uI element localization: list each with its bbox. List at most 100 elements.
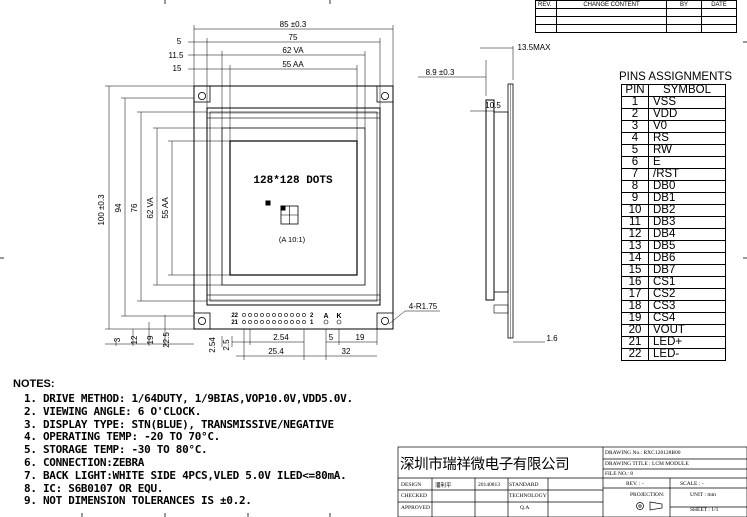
unit-value: UNIT : mm bbox=[690, 492, 716, 498]
dim-19-h: 19 bbox=[356, 333, 365, 342]
pin-number: 18 bbox=[621, 300, 649, 313]
detail-label: (A 10:1) bbox=[279, 235, 306, 244]
pin-symbol: DB5 bbox=[648, 240, 726, 253]
pin-number: 21 bbox=[621, 336, 649, 349]
pin-number: 4 bbox=[621, 132, 649, 145]
note-item: 8. IC: S6B0107 OR EQU. bbox=[24, 481, 164, 495]
pin-1-label: 1 bbox=[310, 320, 314, 326]
qa-label: Q.A bbox=[520, 505, 530, 511]
scale-value: SCALE : - bbox=[680, 481, 704, 487]
pin-symbol: E bbox=[648, 156, 726, 169]
dim-11-5: 11.5 bbox=[169, 51, 185, 60]
design-label: DESIGN bbox=[401, 482, 422, 488]
dim-side-10-5: 10.5 bbox=[485, 101, 501, 110]
pin-symbol: DB2 bbox=[648, 204, 726, 217]
pin-symbol: DB0 bbox=[648, 180, 726, 193]
pin-number: 12 bbox=[621, 228, 649, 241]
dim-62va: 62 VA bbox=[282, 46, 304, 55]
pcb-outline bbox=[193, 85, 394, 330]
pin-symbol: VDD bbox=[648, 108, 726, 121]
pin-number: 5 bbox=[621, 144, 649, 157]
dim-85: 85 ±0.3 bbox=[280, 20, 307, 29]
revision-block: REV. CHANGE CONTENT BY DATE bbox=[535, 0, 737, 33]
pin-symbol: DB7 bbox=[648, 264, 726, 277]
pin-number: 17 bbox=[621, 288, 649, 301]
mount-hole-br bbox=[380, 316, 389, 325]
pin-number: 11 bbox=[621, 216, 649, 229]
pin-number: 3 bbox=[621, 120, 649, 133]
approved-label: APPROVED bbox=[401, 505, 431, 511]
led-a-label: A bbox=[323, 313, 328, 320]
dim-hole: 4-R1.75 bbox=[409, 302, 438, 311]
dimension-lines bbox=[105, 25, 545, 360]
title-block: 深圳市瑞祥微电子有限公司 DRAWING No.: RXC128128B00 D… bbox=[398, 447, 747, 517]
title-block-lines bbox=[397, 446, 747, 517]
pin-symbol: RW bbox=[648, 144, 726, 157]
dim-100: 100 ±0.3 bbox=[97, 194, 106, 226]
pin-symbol: CS1 bbox=[648, 276, 726, 289]
pin-number: 7 bbox=[621, 168, 649, 181]
pin-number: 1 bbox=[621, 96, 649, 109]
dim-12: 12 bbox=[130, 335, 139, 344]
technology-label: TECHNOLOGY bbox=[509, 493, 547, 499]
design-date: 20140813 bbox=[478, 482, 500, 488]
rev-value: REV. : - bbox=[626, 481, 644, 487]
dim-2-54: 2.54 bbox=[273, 333, 289, 342]
dim-15: 15 bbox=[173, 64, 182, 73]
note-item: 3. DISPLAY TYPE: STN(BLUE), TRANSMISSIVE… bbox=[24, 417, 334, 431]
pin-header: PIN bbox=[621, 84, 649, 97]
pin-symbol: CS3 bbox=[648, 300, 726, 313]
note-item: 6. CONNECTION:ZEBRA bbox=[24, 455, 145, 469]
dim-76: 76 bbox=[130, 203, 139, 212]
pin-symbol: VOUT bbox=[648, 324, 726, 337]
dim-25-4: 25.4 bbox=[268, 347, 284, 356]
drawing-no: DRAWING No.: RXC128128B00 bbox=[605, 450, 681, 456]
pin-number: 10 bbox=[621, 204, 649, 217]
pin-symbol: CS2 bbox=[648, 288, 726, 301]
pin-22-label: 22 bbox=[231, 313, 238, 319]
pin-symbol: LED+ bbox=[648, 336, 726, 349]
viewing-area bbox=[221, 127, 366, 286]
mount-hole-bl bbox=[197, 316, 206, 325]
pin-number: 20 bbox=[621, 324, 649, 337]
by-header: BY bbox=[666, 0, 702, 9]
dim-side-13-5: 13.5MAX bbox=[518, 43, 552, 52]
pin-2-label: 2 bbox=[310, 313, 314, 319]
pin-number: 15 bbox=[621, 264, 649, 277]
dim-side-1-6: 1.6 bbox=[546, 334, 558, 343]
pin-row-7: 7/RST bbox=[621, 168, 726, 181]
pin-number: 13 bbox=[621, 240, 649, 253]
dim-2-5-v: 2.5 bbox=[222, 339, 231, 351]
dim-5-ak: 5 bbox=[329, 333, 334, 342]
dim-55aa-v: 55 AA bbox=[161, 197, 170, 219]
led-a-pin bbox=[323, 319, 329, 325]
notes-title: NOTES: bbox=[13, 378, 55, 390]
dim-55aa: 55 AA bbox=[282, 60, 304, 69]
dim-5: 5 bbox=[177, 37, 182, 46]
dim-22-5: 22.5 bbox=[162, 332, 171, 348]
projection-label: PROJECTION: bbox=[630, 492, 665, 498]
pin-symbol: CS4 bbox=[648, 312, 726, 325]
pin-symbol: VSS bbox=[648, 96, 726, 109]
note-item: 4. OPERATING TEMP: -20 TO 70°C. bbox=[24, 430, 220, 444]
dim-32: 32 bbox=[342, 347, 351, 356]
dim-3: 3 bbox=[113, 337, 122, 342]
pin-symbol: RS bbox=[648, 132, 726, 145]
pin-row bbox=[242, 313, 342, 325]
